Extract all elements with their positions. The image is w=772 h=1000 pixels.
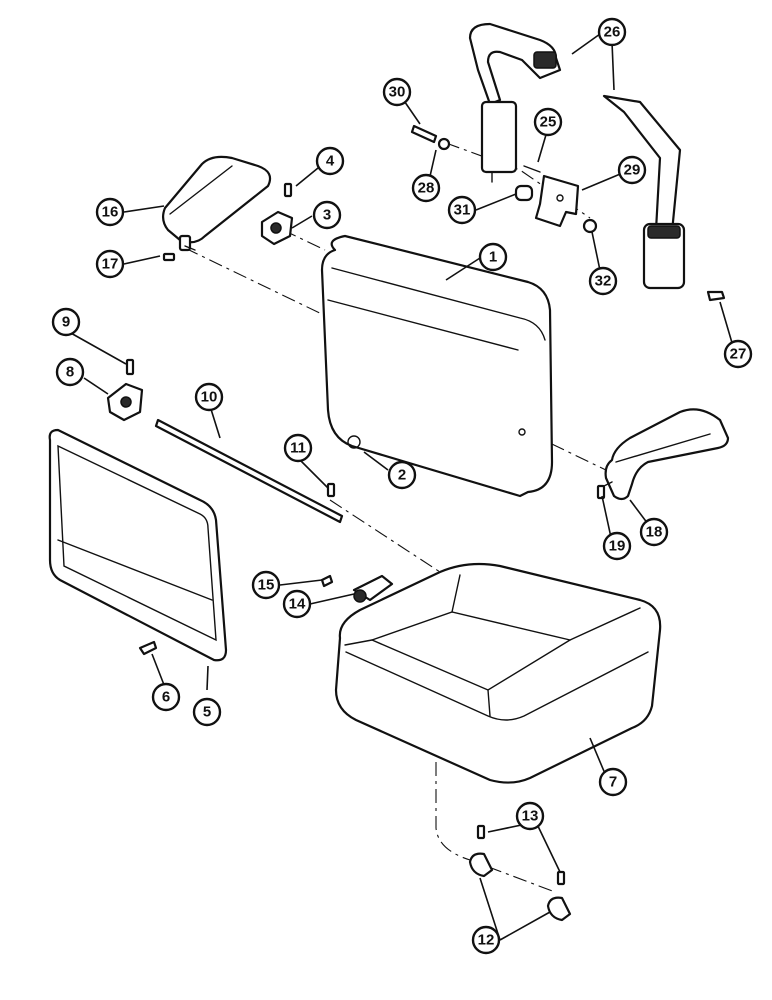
- callout-28: 28: [411, 173, 441, 203]
- rod: [154, 418, 344, 524]
- callout-7: 7: [598, 767, 628, 797]
- svg-text:27: 27: [730, 346, 747, 363]
- callout-12: 12: [471, 925, 501, 955]
- svg-text:30: 30: [389, 84, 406, 101]
- seat-cushion: [334, 562, 662, 784]
- callout-32: 32: [588, 266, 618, 296]
- callout-1: 1: [478, 242, 508, 272]
- svg-text:11: 11: [290, 440, 306, 457]
- svg-text:16: 16: [102, 204, 119, 221]
- seat-belt-tongue: [602, 94, 686, 290]
- callout-26: 26: [597, 17, 627, 47]
- callout-19: 19: [602, 531, 632, 561]
- callout-8: 8: [55, 357, 85, 387]
- svg-text:26: 26: [604, 24, 621, 41]
- svg-text:10: 10: [201, 389, 218, 406]
- svg-text:29: 29: [624, 162, 641, 179]
- callout-4: 4: [315, 146, 345, 176]
- svg-text:5: 5: [203, 704, 211, 721]
- svg-text:18: 18: [646, 524, 663, 541]
- svg-text:28: 28: [418, 180, 435, 197]
- svg-text:19: 19: [609, 538, 626, 555]
- svg-text:2: 2: [398, 467, 406, 484]
- svg-text:6: 6: [162, 689, 170, 706]
- callout-6: 6: [151, 682, 181, 712]
- svg-text:17: 17: [102, 256, 119, 273]
- svg-text:4: 4: [326, 153, 335, 170]
- seat-back: [320, 234, 554, 498]
- callout-2: 2: [387, 460, 417, 490]
- callout-15: 15: [251, 570, 281, 600]
- small-parts: [106, 124, 726, 922]
- svg-text:7: 7: [609, 774, 617, 791]
- callout-11: 11: [283, 433, 313, 463]
- callout-18: 18: [639, 517, 669, 547]
- back-panel: [48, 428, 228, 662]
- right-armrest: [599, 408, 730, 501]
- callout-13: 13: [515, 801, 545, 831]
- callout-27: 27: [723, 339, 753, 369]
- svg-text:12: 12: [478, 932, 495, 949]
- svg-text:13: 13: [522, 808, 539, 825]
- leader-lines: [68, 33, 736, 941]
- svg-text:32: 32: [595, 273, 612, 290]
- callout-25: 25: [533, 107, 563, 137]
- callout-29: 29: [617, 155, 647, 185]
- svg-text:9: 9: [62, 314, 70, 331]
- svg-text:14: 14: [289, 596, 306, 613]
- svg-text:1: 1: [489, 249, 497, 266]
- svg-text:25: 25: [540, 114, 557, 131]
- svg-text:15: 15: [258, 577, 275, 594]
- svg-text:8: 8: [66, 364, 74, 381]
- callout-10: 10: [194, 382, 224, 412]
- callout-5: 5: [192, 697, 222, 727]
- callout-30: 30: [382, 77, 412, 107]
- callout-31: 31: [447, 195, 477, 225]
- mounting-bracket: [534, 174, 580, 228]
- callout-3: 3: [312, 200, 342, 230]
- svg-text:31: 31: [454, 202, 471, 219]
- callout-17: 17: [95, 249, 125, 279]
- left-armrest: [161, 155, 272, 252]
- callout-16: 16: [95, 197, 125, 227]
- callout-9: 9: [51, 307, 81, 337]
- svg-text:3: 3: [323, 207, 331, 224]
- callout-14: 14: [282, 589, 312, 619]
- seat-belt-retractor: [468, 22, 562, 183]
